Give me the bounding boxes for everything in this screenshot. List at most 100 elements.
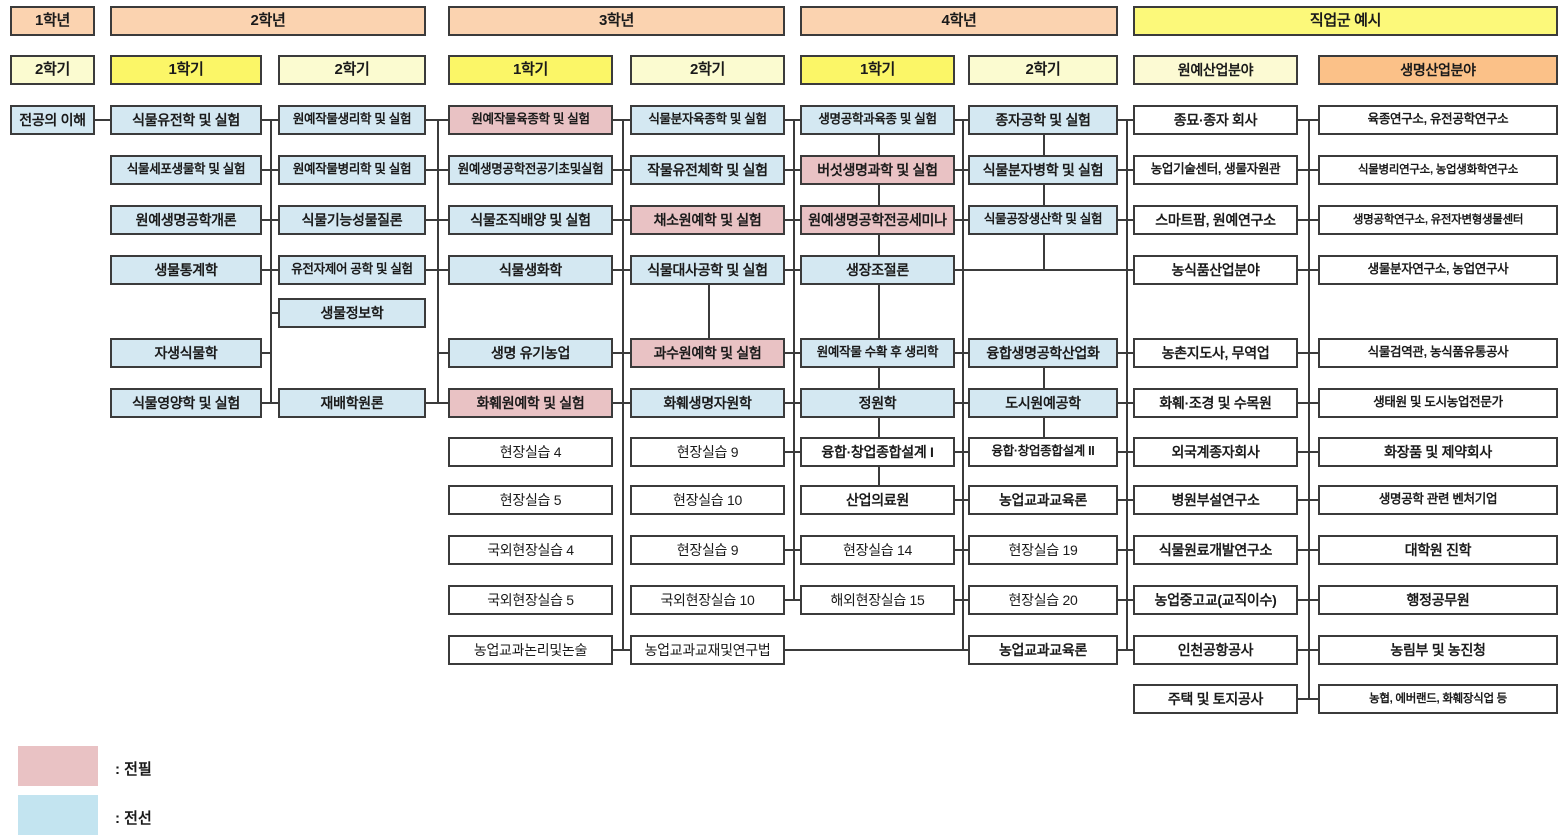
course-box-year4-sem2-r11[interactable]: 농업교과교육론: [968, 635, 1118, 665]
course-box-year2-sem2-r1[interactable]: 원예작물병리학 및 실험: [278, 155, 426, 185]
course-box-year4-sem1-r5[interactable]: 원예작물 수확 후 생리학: [800, 338, 955, 368]
course-box-career-horticulture-r9[interactable]: 식물원료개발연구소: [1133, 535, 1298, 565]
course-box-career-horticulture-r10[interactable]: 농업중고교(교직이수): [1133, 585, 1298, 615]
connector-in-c6-r7: [962, 451, 968, 453]
course-box-year4-sem2-r5[interactable]: 융합생명공학산업화: [968, 338, 1118, 368]
course-box-career-bio-r1[interactable]: 식물병리연구소, 농업생화학연구소: [1318, 155, 1558, 185]
course-box-year4-sem1-r9[interactable]: 현장실습 14: [800, 535, 955, 565]
course-box-year3-sem2-r3[interactable]: 식물대사공학 및 실험: [630, 255, 785, 285]
course-box-year4-sem2-r1[interactable]: 식물분자병학 및 실험: [968, 155, 1118, 185]
connector-in-c8-r1: [1308, 169, 1318, 171]
course-box-year3-sem2-r10[interactable]: 국외현장실습 10: [630, 585, 785, 615]
connector-in-c3-r5: [437, 352, 448, 354]
course-box-year3-sem1-r1[interactable]: 원예생명공학전공기초및실험: [448, 155, 613, 185]
course-box-career-horticulture-r12[interactable]: 주택 및 토지공사: [1133, 684, 1298, 714]
connector-in-c7-r10: [1126, 599, 1133, 601]
course-box-career-bio-r9[interactable]: 대학원 진학: [1318, 535, 1558, 565]
course-box-year3-sem2-r6[interactable]: 화훼생명자원학: [630, 388, 785, 418]
course-box-year3-sem1-r6[interactable]: 화훼원예학 및 실험: [448, 388, 613, 418]
course-box-career-bio-r12[interactable]: 농협, 에버랜드, 화훼장식업 등: [1318, 684, 1558, 714]
course-box-year2-sem2-r4[interactable]: 생물정보학: [278, 298, 426, 328]
course-box-career-horticulture-r0[interactable]: 종묘·종자 회사: [1133, 105, 1298, 135]
course-box-year2-sem1-r3[interactable]: 생물통계학: [110, 255, 262, 285]
course-box-career-horticulture-r2[interactable]: 스마트팜, 원예연구소: [1133, 205, 1298, 235]
course-box-year2-sem1-r0[interactable]: 식물유전학 및 실험: [110, 105, 262, 135]
course-box-career-bio-r7[interactable]: 화장품 및 제약회사: [1318, 437, 1558, 467]
course-box-year4-sem2-r8[interactable]: 농업교과교육론: [968, 485, 1118, 515]
connector-bridge-row3-career: [1043, 269, 1133, 271]
course-box-career-bio-r3[interactable]: 생물분자연구소, 농업연구사: [1318, 255, 1558, 285]
course-box-year3-sem1-r8[interactable]: 현장실습 5: [448, 485, 613, 515]
course-box-year2-sem2-r0[interactable]: 원예작물생리학 및 실험: [278, 105, 426, 135]
course-box-career-horticulture-r5[interactable]: 농촌지도사, 무역업: [1133, 338, 1298, 368]
course-box-career-bio-r6[interactable]: 생태원 및 도시농업전문가: [1318, 388, 1558, 418]
semester-header-5: 1학기: [800, 55, 955, 85]
course-box-career-horticulture-r1[interactable]: 농업기술센터, 생물자원관: [1133, 155, 1298, 185]
course-box-career-horticulture-r11[interactable]: 인천공항공사: [1133, 635, 1298, 665]
course-box-year3-sem1-r5[interactable]: 생명 유기농업: [448, 338, 613, 368]
connector-in-c6-r8: [962, 499, 968, 501]
course-box-career-bio-r2[interactable]: 생명공학연구소, 유전자변형생물센터: [1318, 205, 1558, 235]
connector-out-c7-r1: [1298, 169, 1309, 171]
connector-out-c5-r8: [955, 499, 963, 501]
course-box-year2-sem2-r3[interactable]: 유전자제어 공학 및 실험: [278, 255, 426, 285]
course-box-career-horticulture-r7[interactable]: 외국계종자회사: [1133, 437, 1298, 467]
course-box-year2-sem1-r6[interactable]: 식물영양학 및 실험: [110, 388, 262, 418]
course-box-year4-sem2-r9[interactable]: 현장실습 19: [968, 535, 1118, 565]
course-box-year2-sem1-r5[interactable]: 자생식물학: [110, 338, 262, 368]
course-box-career-horticulture-r3[interactable]: 농식품산업분야: [1133, 255, 1298, 285]
course-box-year4-sem2-r0[interactable]: 종자공학 및 실험: [968, 105, 1118, 135]
course-box-year2-sem1-r1[interactable]: 식물세포생물학 및 실험: [110, 155, 262, 185]
course-box-career-bio-r0[interactable]: 육종연구소, 유전공학연구소: [1318, 105, 1558, 135]
connector-vertical-c5-r6-r7: [878, 418, 880, 437]
course-box-career-horticulture-r8[interactable]: 병원부설연구소: [1133, 485, 1298, 515]
course-box-year3-sem2-r2[interactable]: 채소원예학 및 실험: [630, 205, 785, 235]
course-box-career-bio-r10[interactable]: 행정공무원: [1318, 585, 1558, 615]
course-box-year3-sem1-r7[interactable]: 현장실습 4: [448, 437, 613, 467]
course-box-year3-sem1-r2[interactable]: 식물조직배양 및 실험: [448, 205, 613, 235]
connector-vertical-c6-r1-r2: [1043, 185, 1045, 205]
course-box-year2-sem2-r6[interactable]: 재배학원론: [278, 388, 426, 418]
course-box-career-bio-r5[interactable]: 식물검역관, 농식품유통공사: [1318, 338, 1558, 368]
course-box-year3-sem1-r0[interactable]: 원예작물육종학 및 실험: [448, 105, 613, 135]
course-box-year3-sem1-r9[interactable]: 국외현장실습 4: [448, 535, 613, 565]
connector-out-c4-r0: [785, 119, 794, 121]
course-box-year4-sem2-r6[interactable]: 도시원예공학: [968, 388, 1118, 418]
course-box-year3-sem2-r5[interactable]: 과수원예학 및 실험: [630, 338, 785, 368]
course-box-year3-sem2-r9[interactable]: 현장실습 9: [630, 535, 785, 565]
connector-in-c5-r9: [793, 549, 800, 551]
course-box-year3-sem1-r10[interactable]: 국외현장실습 5: [448, 585, 613, 615]
course-box-year4-sem1-r10[interactable]: 해외현장실습 15: [800, 585, 955, 615]
course-box-career-horticulture-r6[interactable]: 화훼·조경 및 수목원: [1133, 388, 1298, 418]
course-box-career-bio-r8[interactable]: 생명공학 관련 벤처기업: [1318, 485, 1558, 515]
course-box-year4-sem1-r6[interactable]: 정원학: [800, 388, 955, 418]
legend-label-1: : 전선: [115, 810, 152, 827]
course-box-year3-sem1-r11[interactable]: 농업교과논리및논술: [448, 635, 613, 665]
connector-out-c6-r10: [1118, 599, 1127, 601]
course-box-year3-sem1-r3[interactable]: 식물생화학: [448, 255, 613, 285]
connector-out-c2-r6: [426, 402, 438, 404]
course-box-year4-sem1-r0[interactable]: 생명공학과육종 및 실험: [800, 105, 955, 135]
course-box-career-bio-r11[interactable]: 농림부 및 농진청: [1318, 635, 1558, 665]
course-box-year3-sem2-r7[interactable]: 현장실습 9: [630, 437, 785, 467]
connector-out-c1-r5: [262, 352, 271, 354]
course-box-year4-sem1-r2[interactable]: 원예생명공학전공세미나: [800, 205, 955, 235]
course-box-year3-sem2-r11[interactable]: 농업교과교재및연구법: [630, 635, 785, 665]
connector-out-c7-r3: [1298, 269, 1309, 271]
connector-out-c1-r3: [262, 269, 271, 271]
course-box-year4-sem1-r8[interactable]: 산업의료원: [800, 485, 955, 515]
connector-in-c4-r2: [622, 219, 630, 221]
course-box-year2-sem1-r2[interactable]: 원예생명공학개론: [110, 205, 262, 235]
course-box-year4-sem1-r7[interactable]: 융합·창업종합설계 I: [800, 437, 955, 467]
course-box-year3-sem2-r1[interactable]: 작물유전체학 및 실험: [630, 155, 785, 185]
course-box-year1-sem2-r0[interactable]: 전공의 이해: [10, 105, 95, 135]
course-box-year4-sem2-r7[interactable]: 융합·창업종합설계 II: [968, 437, 1118, 467]
course-box-year4-sem1-r1[interactable]: 버섯생명과학 및 실험: [800, 155, 955, 185]
course-box-year2-sem2-r2[interactable]: 식물기능성물질론: [278, 205, 426, 235]
connector-in-c4-r3: [622, 269, 630, 271]
course-box-year4-sem2-r10[interactable]: 현장실습 20: [968, 585, 1118, 615]
course-box-year3-sem2-r0[interactable]: 식물분자육종학 및 실험: [630, 105, 785, 135]
course-box-year3-sem2-r8[interactable]: 현장실습 10: [630, 485, 785, 515]
course-box-year4-sem2-r2[interactable]: 식물공장생산학 및 실험: [968, 205, 1118, 235]
course-box-year4-sem1-r3[interactable]: 생장조절론: [800, 255, 955, 285]
